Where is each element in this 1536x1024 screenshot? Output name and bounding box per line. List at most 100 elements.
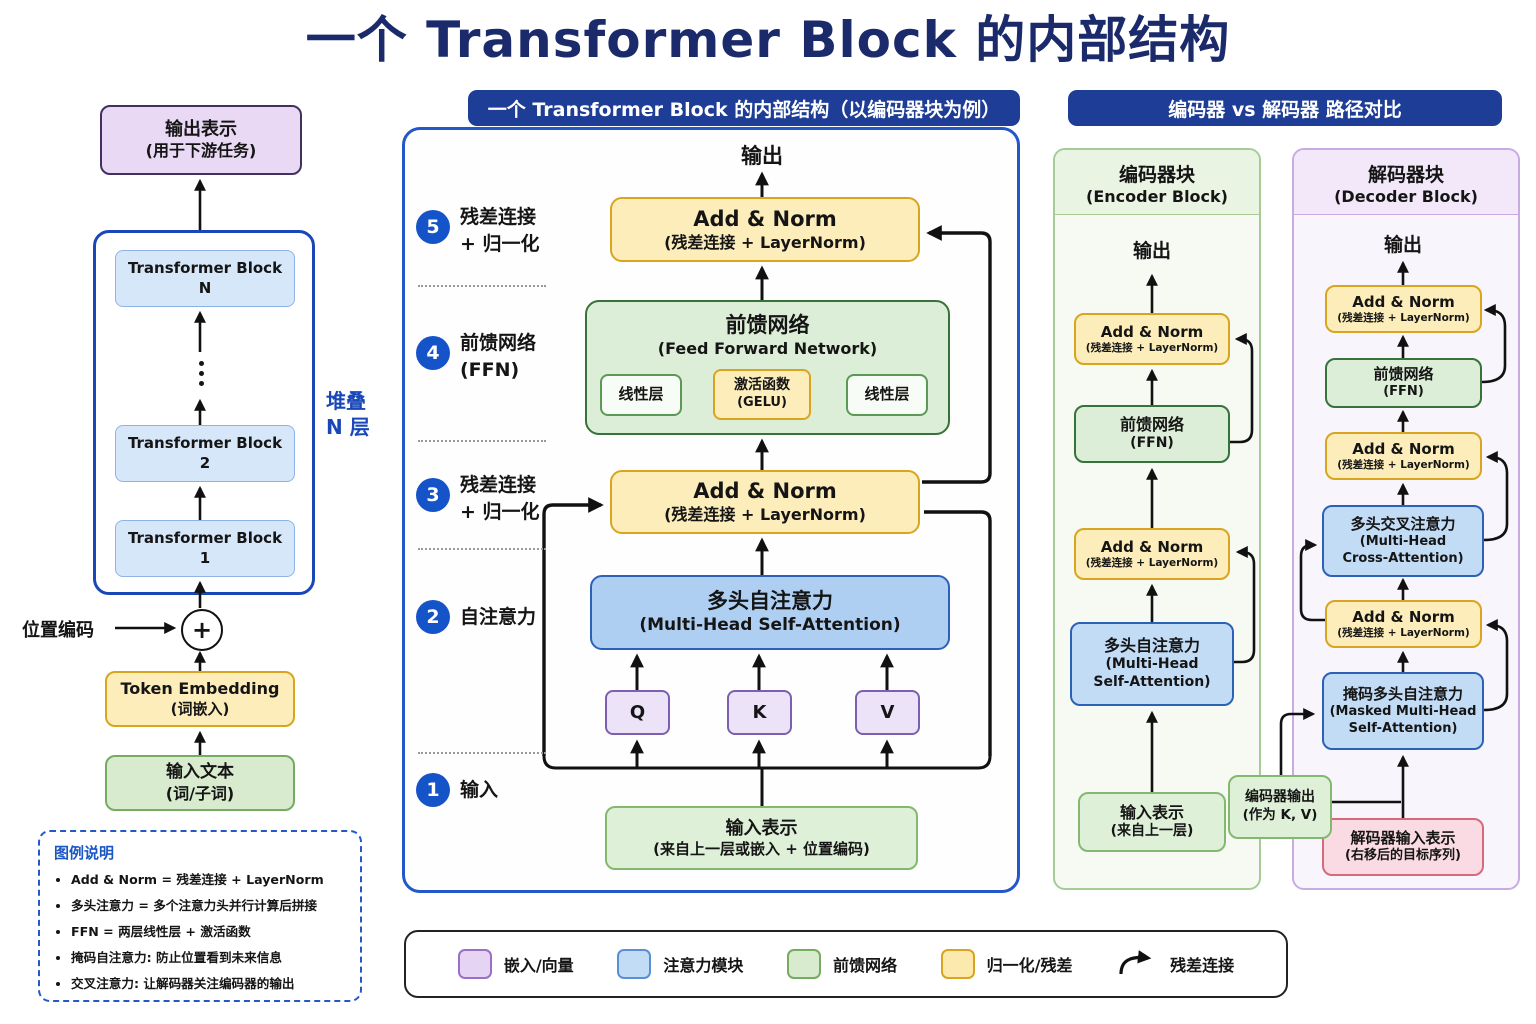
encoder-ffn-box: 前馈网络 (FFN) xyxy=(1074,405,1230,463)
add-norm-line2: (残差连接 + LayerNorm) xyxy=(664,232,866,252)
step-3-badge: 3 xyxy=(416,478,450,512)
step-1-label: 输入 xyxy=(460,777,498,804)
masked-attention-line1: 掩码多头自注意力 xyxy=(1342,684,1463,703)
output-representation-box: 输出表示 (用于下游任务) xyxy=(100,105,302,175)
legend-note-item: Add & Norm = 残差连接 + LayerNorm xyxy=(71,867,346,893)
legend-item-embedding: 嵌入/向量 xyxy=(457,949,574,979)
encoder-output-kv-box: 编码器输出 (作为 K, V) xyxy=(1228,775,1332,839)
comparison-banner: 编码器 vs 解码器 路径对比 xyxy=(1068,90,1502,126)
step-separator xyxy=(418,752,546,754)
q-box: Q xyxy=(605,690,670,735)
residual-arrow-icon xyxy=(1119,950,1152,975)
legend-item-attention: 注意力模块 xyxy=(617,949,743,979)
masked-attention-line2: (Masked Multi-Head xyxy=(1329,703,1477,719)
output-representation-line2: (用于下游任务) xyxy=(145,141,257,161)
add-norm-line2: (残差连接 + LayerNorm) xyxy=(1337,458,1470,471)
legend-item-label: 归一化/残差 xyxy=(986,956,1073,975)
token-embedding-line2: (词嵌入) xyxy=(170,699,230,718)
ffn-line2: (Feed Forward Network) xyxy=(657,338,878,358)
decoder-input-line2: (右移后的目标序列) xyxy=(1345,848,1461,864)
add-norm-line1: Add & Norm xyxy=(693,479,837,504)
step-4-label: 前馈网络 (FFN) xyxy=(460,330,536,384)
output-representation-line1: 输出表示 xyxy=(165,119,237,141)
legend-item-norm: 归一化/残差 xyxy=(940,949,1073,979)
encoder-input-line2: (来自上一层) xyxy=(1110,823,1194,840)
masked-attention-line3: Self-Attention) xyxy=(1348,720,1458,736)
step-2-badge: 2 xyxy=(416,600,450,634)
add-norm-line2: (残差连接 + LayerNorm) xyxy=(1085,341,1219,354)
block-1-line2: 1 xyxy=(199,548,211,567)
legend-item-residual: 残差连接 xyxy=(1116,949,1234,979)
encoder-input-line1: 输入表示 xyxy=(1119,802,1184,822)
v-box: V xyxy=(855,690,920,735)
encoder-mhsa-box: 多头自注意力 (Multi-Head Self-Attention) xyxy=(1070,622,1234,706)
decoder-masked-attention-box: 掩码多头自注意力 (Masked Multi-Head Self-Attenti… xyxy=(1322,672,1484,750)
legend-item-label: 嵌入/向量 xyxy=(503,956,574,975)
step-5-badge: 5 xyxy=(416,210,450,244)
activation-line2: (GELU) xyxy=(737,395,787,411)
decoder-title: 解码器块 xyxy=(1367,164,1444,186)
decoder-subtitle: (Decoder Block) xyxy=(1334,187,1478,206)
add-norm-mid-box: Add & Norm (残差连接 + LayerNorm) xyxy=(610,470,920,534)
step-1-line1: 输入 xyxy=(460,779,499,801)
position-encoding-label: 位置编码 xyxy=(22,620,94,641)
legend-item-label: 残差连接 xyxy=(1170,956,1235,975)
add-norm-top-box: Add & Norm (残差连接 + LayerNorm) xyxy=(610,197,920,262)
legend-item-label: 前馈网络 xyxy=(832,956,897,975)
encoder-panel-header: 编码器块 (Encoder Block) xyxy=(1055,150,1259,215)
stack-label-line2: N 层 xyxy=(326,415,370,439)
encoder-add-norm-1: Add & Norm (残差连接 + LayerNorm) xyxy=(1074,313,1230,365)
k-label: K xyxy=(752,701,767,723)
legend-item-ffn: 前馈网络 xyxy=(786,949,897,979)
decoder-add-norm-1: Add & Norm (残差连接 + LayerNorm) xyxy=(1325,285,1482,333)
v-label: V xyxy=(880,701,895,723)
legend-note-item: FFN = 两层线性层 + 激活函数 xyxy=(71,919,346,945)
add-norm-line1: Add & Norm xyxy=(1352,292,1455,311)
add-norm-line1: Add & Norm xyxy=(1100,322,1204,341)
norm-swatch-icon xyxy=(940,949,975,979)
cross-attention-line3: Cross-Attention) xyxy=(1342,550,1464,566)
embedding-swatch-icon xyxy=(457,949,492,979)
encoder-input-box: 输入表示 (来自上一层) xyxy=(1078,792,1226,852)
stack-ellipsis-icon xyxy=(199,356,204,391)
add-norm-line2: (残差连接 + LayerNorm) xyxy=(1337,311,1470,324)
step-3-line1: 残差连接 xyxy=(460,474,537,496)
step-3-label: 残差连接 + 归一化 xyxy=(460,472,540,526)
encoder-subtitle: (Encoder Block) xyxy=(1086,187,1228,206)
step-5-line1: 残差连接 xyxy=(460,206,537,228)
block-1-line1: Transformer Block xyxy=(127,529,283,548)
encoder-output-label: 输出 xyxy=(1132,240,1171,262)
add-norm-line1: Add & Norm xyxy=(693,206,837,231)
decoder-input-line1: 解码器输入表示 xyxy=(1350,829,1456,848)
encoder-title: 编码器块 xyxy=(1118,164,1195,186)
ffn-line1: 前馈网络 xyxy=(725,313,810,337)
step-3-line2: + 归一化 xyxy=(460,501,540,523)
linear-layer-1-box: 线性层 xyxy=(600,374,682,416)
activation-line1: 激活函数 xyxy=(734,377,790,394)
cross-attention-line1: 多头交叉注意力 xyxy=(1350,514,1456,533)
legend-notes-panel: 图例说明 Add & Norm = 残差连接 + LayerNorm 多头注意力… xyxy=(38,830,362,1002)
decoder-input-box: 解码器输入表示 (右移后的目标序列) xyxy=(1322,818,1484,876)
step-2-label: 自注意力 xyxy=(460,604,536,631)
plus-add-node: + xyxy=(181,609,223,651)
encoder-panel: 编码器块 (Encoder Block) xyxy=(1053,148,1261,890)
input-text-box: 输入文本 (词/子词) xyxy=(105,755,295,811)
step-5-label: 残差连接 + 归一化 xyxy=(460,204,540,258)
add-norm-line2: (残差连接 + LayerNorm) xyxy=(1085,556,1219,569)
mhsa-line2: (Multi-Head Self-Attention) xyxy=(639,615,901,636)
decoder-ffn-line1: 前馈网络 xyxy=(1373,365,1434,384)
linear-layer-2-box: 线性层 xyxy=(846,374,928,416)
legend-item-label: 注意力模块 xyxy=(663,956,744,975)
ffn-swatch-icon xyxy=(786,949,821,979)
decoder-add-norm-2: Add & Norm (残差连接 + LayerNorm) xyxy=(1325,432,1482,480)
linear-layer-1-label: 线性层 xyxy=(618,385,664,404)
decoder-add-norm-3: Add & Norm (残差连接 + LayerNorm) xyxy=(1325,600,1482,648)
step-4-line1: 前馈网络 xyxy=(460,332,537,354)
step-separator xyxy=(418,285,546,287)
encoder-output-kv-line2: (作为 K, V) xyxy=(1242,807,1318,824)
mhsa-box: 多头自注意力 (Multi-Head Self-Attention) xyxy=(590,575,950,650)
input-text-line1: 输入文本 xyxy=(166,761,234,782)
token-embedding-line1: Token Embedding xyxy=(120,679,280,699)
q-label: Q xyxy=(629,701,646,723)
